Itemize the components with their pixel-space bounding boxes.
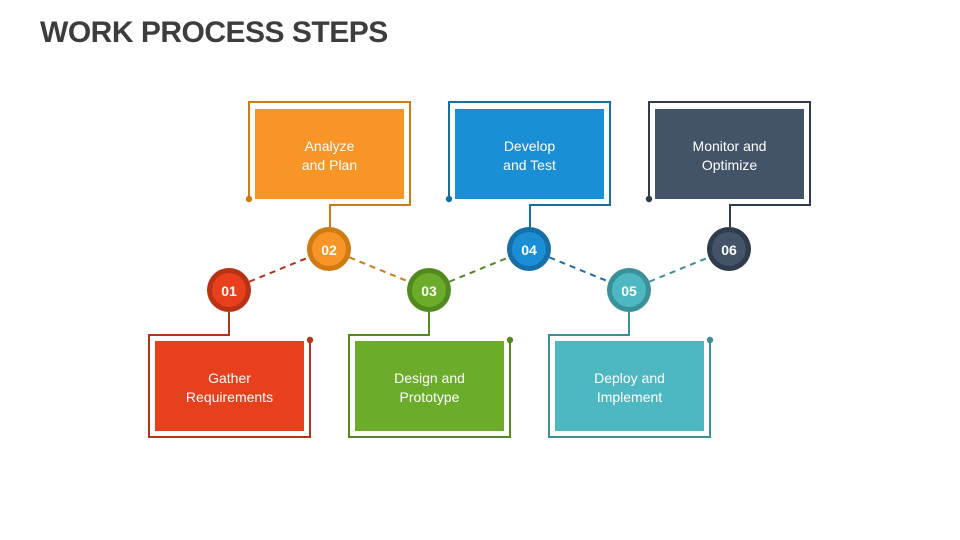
step-number: 03 — [421, 283, 437, 299]
connector-04-05 — [548, 256, 610, 283]
frame-dot — [645, 195, 653, 203]
frame-line — [548, 312, 711, 438]
step-number: 04 — [521, 242, 537, 258]
step-label-line: Develop — [504, 138, 556, 154]
step-box — [155, 341, 304, 431]
step-circle-inner — [712, 232, 746, 266]
connector-05-06 — [648, 256, 710, 283]
step-label-line: and Plan — [302, 157, 357, 173]
step-label-line: Optimize — [702, 157, 757, 173]
step-number: 02 — [321, 242, 337, 258]
frame-line — [348, 312, 511, 438]
step-box — [555, 341, 704, 431]
page-title: WORK PROCESS STEPS — [40, 16, 388, 49]
step-number: 05 — [621, 283, 637, 299]
frame-dot — [706, 336, 714, 344]
step-number: 01 — [221, 283, 237, 299]
connector-01-02 — [248, 256, 310, 283]
step-label-line: Requirements — [186, 389, 273, 405]
frame-dot — [306, 336, 314, 344]
step-label-line: Analyze — [305, 138, 355, 154]
step-number: 06 — [721, 242, 737, 258]
frame-line — [148, 312, 311, 438]
step-box — [355, 341, 504, 431]
step-circle-inner — [612, 273, 646, 307]
step-02: Analyze and Plan 02 — [245, 101, 411, 271]
frame-line — [648, 101, 811, 227]
step-circle-inner — [212, 273, 246, 307]
step-box — [655, 109, 804, 199]
connector-02-03 — [348, 256, 410, 283]
step-label-line: Gather — [208, 370, 251, 386]
step-circle-inner — [312, 232, 346, 266]
step-circle-inner — [512, 232, 546, 266]
step-box — [255, 109, 404, 199]
step-label-line: Prototype — [400, 389, 460, 405]
step-label-line: Implement — [597, 389, 662, 405]
step-label-line: and Test — [503, 157, 556, 173]
connector-03-04 — [448, 256, 510, 283]
frame-dot — [506, 336, 514, 344]
frame-line — [248, 101, 411, 227]
step-label-line: Monitor and — [693, 138, 767, 154]
step-box — [455, 109, 604, 199]
step-label-line: Deploy and — [594, 370, 665, 386]
step-04: Develop and Test 04 — [445, 101, 611, 271]
step-circle-inner — [412, 273, 446, 307]
step-label-line: Design and — [394, 370, 465, 386]
frame-dot — [245, 195, 253, 203]
frame-dot — [445, 195, 453, 203]
frame-line — [448, 101, 611, 227]
